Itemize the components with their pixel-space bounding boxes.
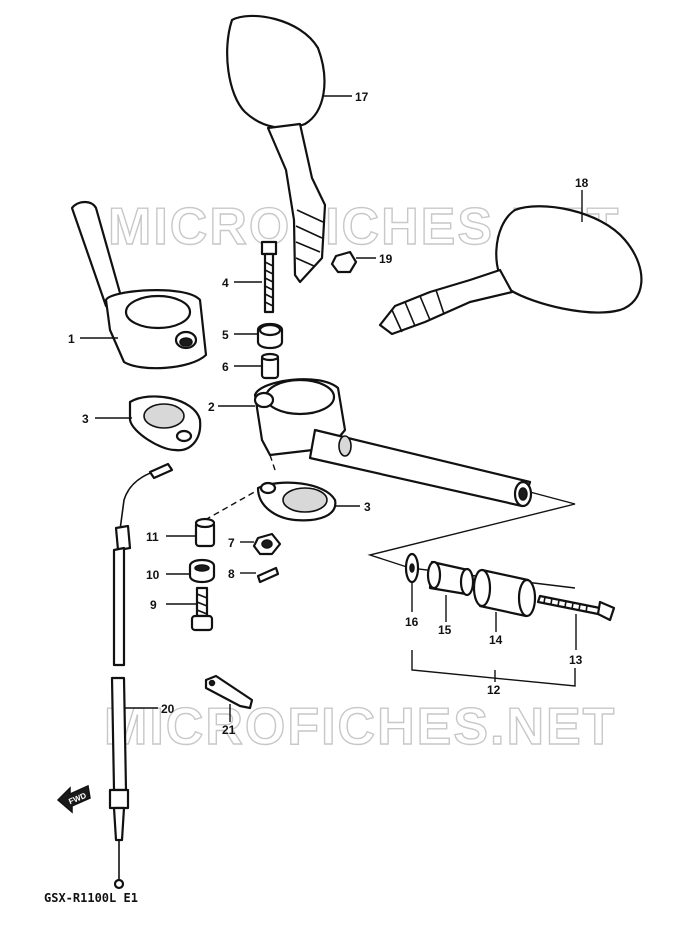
callout-6: 6 [222, 360, 229, 374]
assembly-line-2 [269, 454, 276, 471]
part-12-bracket [411, 650, 576, 687]
callout-21: 21 [222, 723, 236, 737]
callout-18: 18 [575, 176, 589, 190]
callout-4: 4 [222, 276, 229, 290]
part-7-nut [252, 532, 282, 556]
part-1-handlebar-left [70, 200, 208, 370]
part-3-spacer-lower [256, 481, 337, 522]
part-8-screw [256, 566, 280, 584]
part-19-nut [330, 250, 358, 274]
assembly-line-1 [204, 489, 259, 521]
callout-14: 14 [489, 633, 503, 647]
callout-8: 8 [228, 567, 235, 581]
part-9-bolt [190, 586, 214, 632]
watermark-bottom: MICROFICHES.NET [104, 698, 616, 756]
leader-lines [80, 95, 583, 722]
callout-10: 10 [146, 568, 160, 582]
front-arrow-icon: FWD [56, 784, 91, 814]
callout-5: 5 [222, 328, 229, 342]
part-16-washer [404, 552, 420, 584]
part-15-spacer [426, 560, 475, 597]
part-2-handlebar-right [253, 378, 533, 508]
callout-3-upper: 3 [82, 412, 89, 426]
part-5-cap [256, 322, 284, 350]
callout-20: 20 [161, 702, 175, 716]
part-10-nut [188, 558, 216, 584]
callout-7: 7 [228, 536, 235, 550]
part-20-cable [108, 462, 174, 890]
part-6-collar [260, 352, 280, 380]
mirror-left [226, 14, 327, 284]
callout-1: 1 [68, 332, 75, 346]
part-13-screw [536, 594, 616, 622]
mirror-right [378, 205, 643, 336]
callout-11: 11 [146, 530, 159, 544]
callout-12: 12 [487, 683, 501, 697]
part-14-balancer [472, 568, 537, 618]
part-3-spacer-upper [128, 395, 202, 452]
part-11-sleeve [194, 517, 216, 548]
callout-2: 2 [208, 400, 215, 414]
callout-16: 16 [405, 615, 419, 629]
callout-19: 19 [379, 252, 393, 266]
callout-9: 9 [150, 598, 157, 612]
callout-13: 13 [569, 653, 583, 667]
callout-3-lower: 3 [364, 500, 371, 514]
callout-15: 15 [438, 623, 452, 637]
part-4-bolt [260, 240, 278, 314]
model-code-label: GSX-R1100L E1 [44, 891, 138, 905]
callout-17: 17 [355, 90, 369, 104]
part-21-clamp [204, 674, 254, 710]
